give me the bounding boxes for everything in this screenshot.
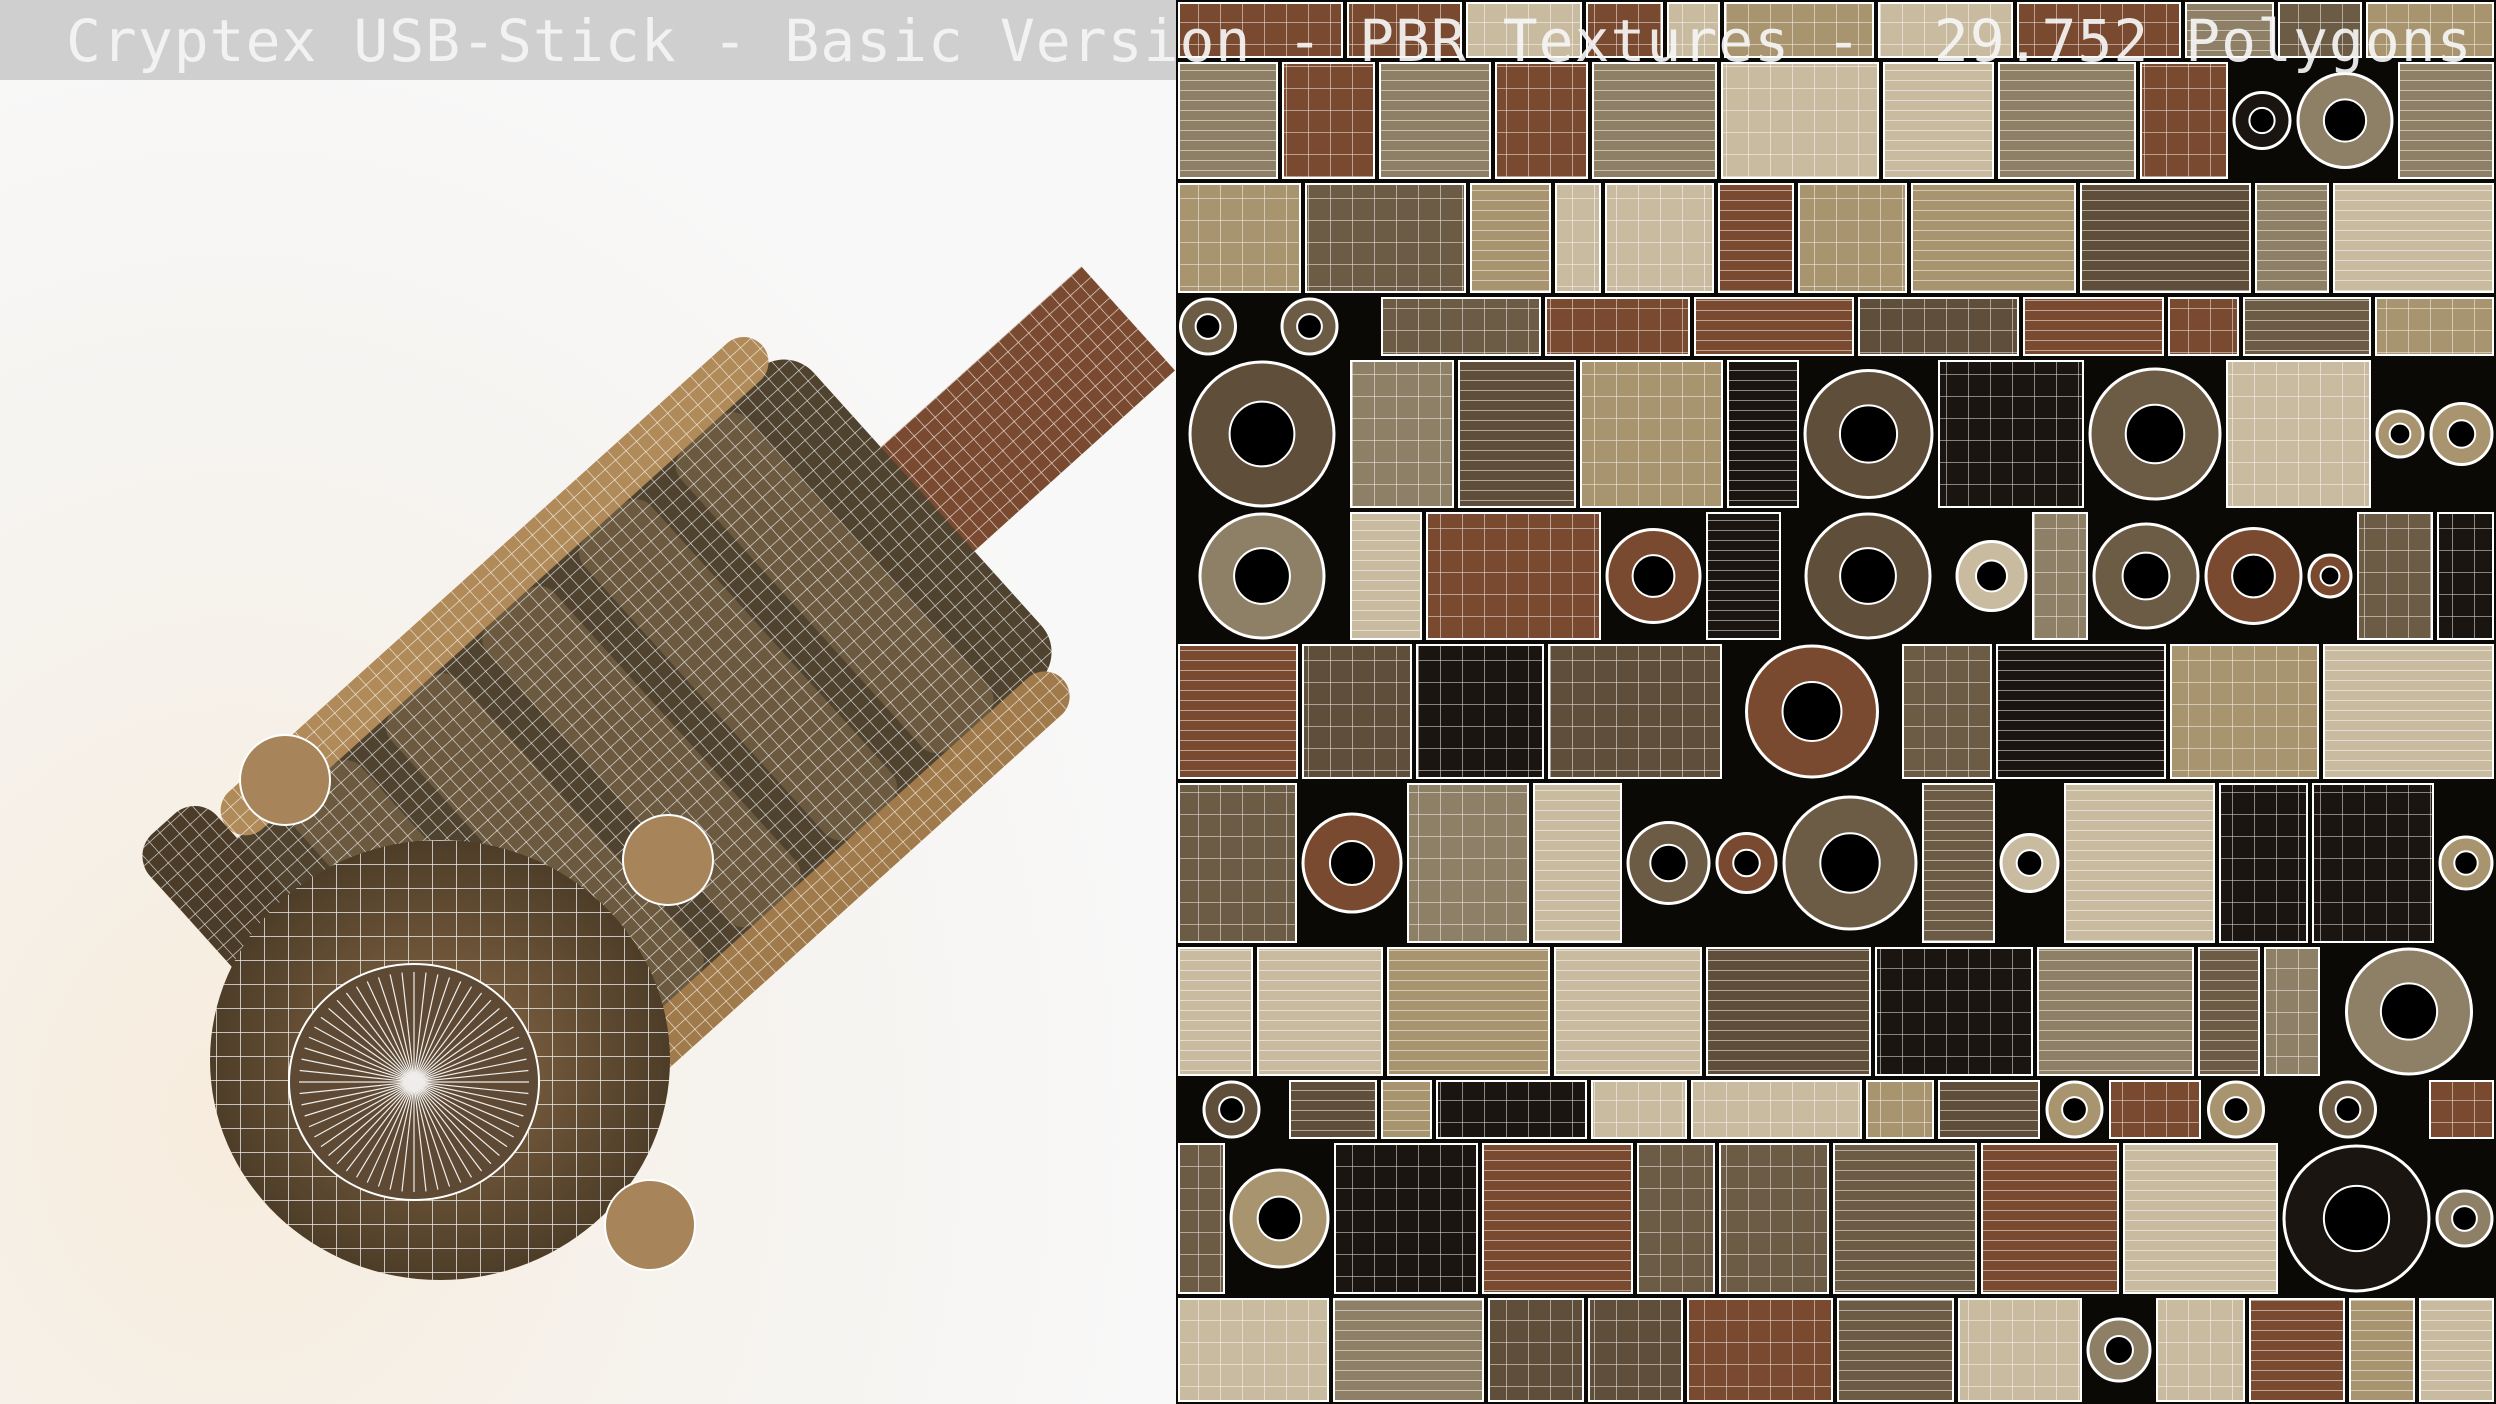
model-render-viewport [0, 0, 1176, 1404]
title-bar [0, 0, 1176, 80]
bolt [239, 734, 331, 826]
uv-islands [1178, 2, 2494, 1402]
bolt [622, 814, 714, 906]
cryptex-wireframe-model [142, 266, 1176, 1280]
bolt [604, 1179, 696, 1271]
uv-texture-map [1176, 0, 2496, 1404]
video-title: Cryptex USB-Stick - Basic Version - PBR … [66, 7, 2473, 75]
